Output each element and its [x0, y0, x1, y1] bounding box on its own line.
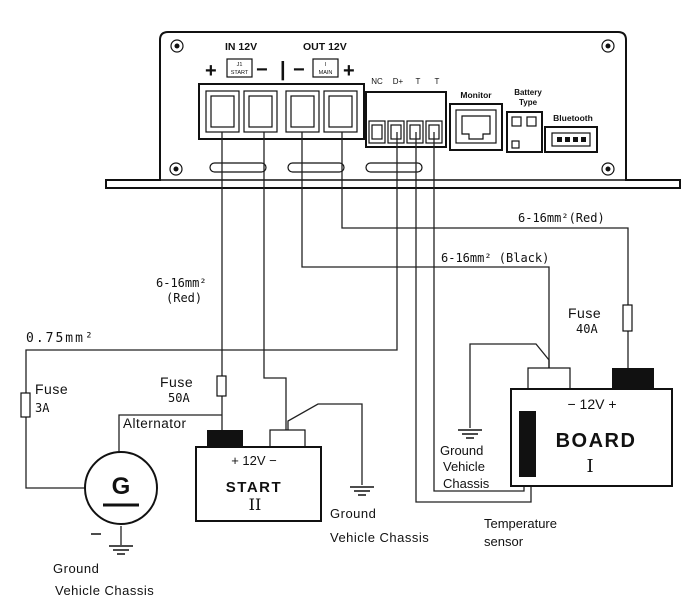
fuse-50a-label-line2: 50A — [168, 391, 190, 405]
power-terminal-out-plus — [323, 90, 358, 133]
screw-icon — [170, 39, 184, 53]
out-minus-sign: − — [293, 59, 305, 81]
red-wire-right-label: 6-16mm²(Red) — [518, 211, 605, 225]
vent-slot — [365, 162, 423, 173]
j1-label: J1 — [237, 62, 243, 68]
board-battery: − 12V + BOARD I — [510, 367, 673, 487]
wire-board-to-ground — [469, 343, 550, 428]
dc-dc-charger-unit: IN 12V OUT 12V + − | − + J1 START I MAIN… — [105, 31, 681, 189]
fuse-40a-label-line1: Fuse — [568, 305, 601, 321]
wire-out-plus-red — [341, 132, 629, 368]
board-negative-terminal — [527, 367, 571, 390]
wire-temperature-sensor-1 — [415, 132, 532, 503]
power-terminal-out-minus — [285, 90, 320, 133]
terminal-nc-label: NC — [371, 77, 383, 86]
main-number-label: I — [325, 62, 327, 68]
in-out-separator: | — [280, 59, 286, 81]
terminal-d-plus — [387, 120, 405, 144]
power-terminal-in-minus — [243, 90, 278, 133]
out-12v-label: OUT 12V — [303, 41, 347, 53]
board-battery-name: BOARD — [556, 430, 637, 452]
ground-icon — [350, 486, 374, 496]
ground-board-label-line2: Vehicle — [443, 459, 485, 474]
board-positive-terminal — [612, 368, 654, 389]
start-negative-terminal — [269, 429, 306, 448]
fuse-50a-icon — [216, 375, 227, 397]
ground-icon — [458, 429, 482, 439]
in-plus-sign: + — [205, 60, 217, 82]
vent-slot — [209, 162, 267, 173]
battery-type-switch-icon — [506, 111, 543, 153]
terminal-d-plus-label: D+ — [393, 77, 404, 86]
fuse-3a-label-line2: 3A — [35, 401, 50, 415]
wires — [25, 132, 629, 545]
wire-start-to-ground — [287, 403, 363, 485]
in-minus-sign: − — [256, 59, 268, 81]
main-label: MAIN — [319, 70, 333, 76]
bluetooth-connector-icon — [544, 126, 598, 153]
board-polarity-label: − 12V + — [567, 396, 616, 412]
fuse-40a-label-line2: 40A — [576, 322, 598, 336]
terminal-t1-label: T — [416, 77, 421, 86]
wire-d-plus-signal — [25, 132, 398, 489]
monitor-label: Monitor — [460, 90, 492, 100]
in-12v-label: IN 12V — [225, 41, 257, 53]
battery-type-label-line2: Type — [519, 98, 538, 107]
ground-icon — [109, 545, 133, 555]
ground-alt-label-line1: Ground — [53, 561, 99, 576]
start-polarity-label: + 12V − — [231, 453, 277, 468]
ground-alt-label-line2: Vehicle Chassis — [55, 583, 154, 598]
j1-start-label: START — [231, 70, 249, 76]
wire-out-minus-black — [301, 132, 550, 368]
j1-start-badge — [226, 58, 253, 78]
fuse-50a-label-line1: Fuse — [160, 374, 193, 390]
ground-start-label-line2: Vehicle Chassis — [330, 530, 429, 545]
vent-slot — [287, 162, 345, 173]
screw-icon — [169, 162, 183, 176]
start-battery: + 12V − START II — [195, 429, 322, 522]
alternator-label: Alternator — [123, 416, 187, 431]
ground-board-label-line3: Chassis — [443, 476, 490, 491]
alternator-generator-icon: G — [84, 451, 158, 535]
terminal-t1 — [406, 120, 424, 144]
bluetooth-label: Bluetooth — [553, 113, 593, 123]
temp-sensor-label-line2: sensor — [484, 534, 524, 549]
screw-icon — [601, 162, 615, 176]
ground-start-label-line1: Ground — [330, 506, 376, 521]
temp-sensor-label-line1: Temperature — [484, 516, 557, 531]
monitor-port-icon — [449, 103, 503, 151]
start-battery-numeral: II — [249, 495, 262, 514]
red-wire-left-label-line1: 6-16mm² — [156, 276, 207, 290]
fuse-3a-icon — [20, 392, 31, 418]
red-wire-left-label-line2: (Red) — [166, 291, 202, 305]
start-positive-terminal — [207, 430, 243, 447]
ground-board-label-line1: Ground — [440, 443, 483, 458]
signal-wire-label: 0.75mm² — [26, 331, 95, 346]
fuse-40a-icon — [622, 304, 633, 332]
screw-icon — [601, 39, 615, 53]
black-wire-label: 6-16mm² (Black) — [441, 251, 549, 265]
fuse-3a-label-line1: Fuse — [35, 381, 68, 397]
wire-alternator-to-start — [118, 414, 222, 452]
battery-type-label-line1: Battery — [514, 88, 542, 97]
power-terminal-in-plus — [205, 90, 240, 133]
wire-in-minus-to-start — [263, 132, 287, 430]
board-battery-numeral: I — [586, 456, 593, 477]
start-battery-name: START — [226, 479, 282, 496]
out-plus-sign: + — [343, 60, 355, 82]
main-badge — [312, 58, 339, 78]
terminal-t2-label: T — [435, 77, 440, 86]
terminal-nc — [368, 120, 386, 144]
temperature-sensor-probe — [519, 411, 536, 477]
generator-symbol: G — [112, 473, 131, 500]
